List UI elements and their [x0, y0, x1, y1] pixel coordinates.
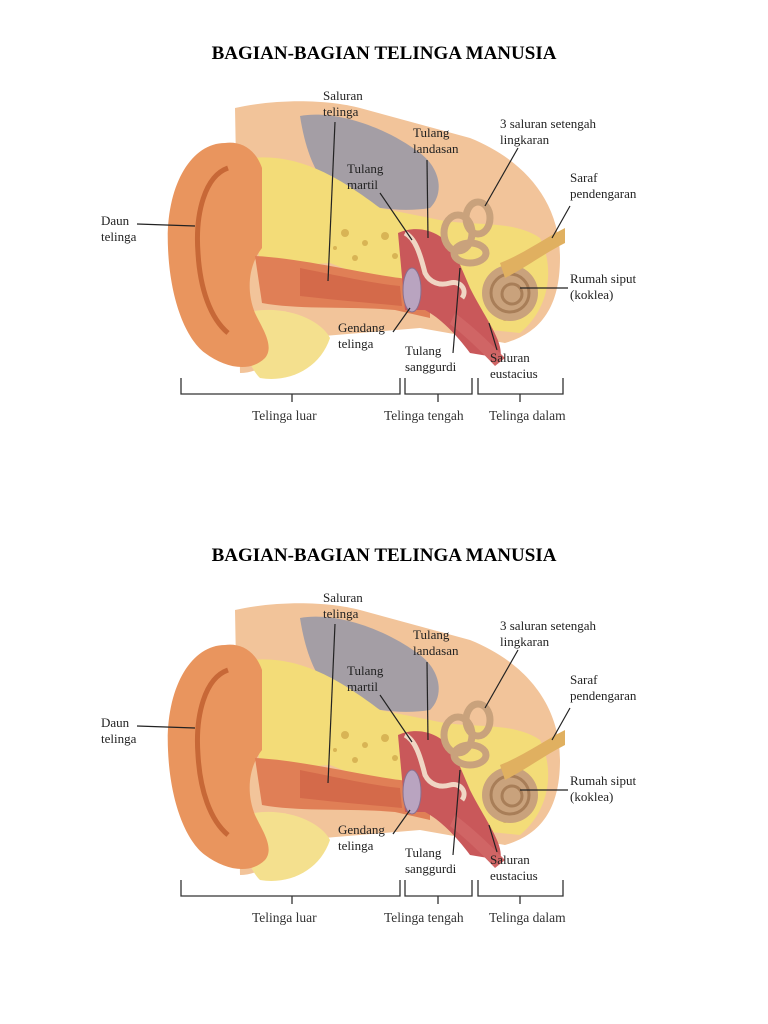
- eardrum-shape: [402, 267, 422, 313]
- leader-lines: [136, 121, 571, 354]
- lower-tissue: [243, 811, 330, 881]
- section-telinga-luar: Telinga luar: [252, 910, 317, 925]
- section-telinga-tengah: Telinga tengah: [384, 910, 464, 925]
- page-title: BAGIAN-BAGIAN TELINGA MANUSIA: [211, 43, 557, 64]
- cochlea-shape: [482, 265, 538, 321]
- ear-anatomy-illustration: [136, 101, 571, 402]
- leader-lines: [136, 623, 571, 856]
- label-rumah-siput: Rumah siput(koklea): [570, 773, 637, 804]
- section-telinga-luar: Telinga luar: [252, 408, 317, 423]
- section-telinga-dalam: Telinga dalam: [489, 910, 566, 925]
- ossicles-shape: [403, 732, 467, 802]
- eustachian-tube-shape: [450, 313, 505, 366]
- nerve-shape: [500, 730, 565, 780]
- ear-diagram-panel-2: BAGIAN-BAGIAN TELINGA MANUSIA: [0, 530, 768, 970]
- section-telinga-tengah: Telinga tengah: [384, 408, 464, 423]
- section-brackets: [180, 378, 564, 402]
- section-telinga-dalam: Telinga dalam: [489, 408, 566, 423]
- ossicles-shape: [403, 230, 467, 300]
- label-rumah-siput: Rumah siput(koklea): [570, 271, 637, 302]
- lower-tissue: [243, 309, 330, 379]
- semicircular-canals: [440, 700, 494, 769]
- eustachian-tube-shape: [450, 815, 505, 868]
- section-brackets: [180, 880, 564, 904]
- eardrum-shape: [402, 769, 422, 815]
- ear-canal-inner: [300, 268, 402, 306]
- temporal-bone: [250, 157, 549, 333]
- nerve-shape: [500, 228, 565, 278]
- pinna-shape: [167, 142, 269, 368]
- ear-anatomy-illustration: [136, 603, 571, 904]
- pinna-inner: [195, 667, 230, 837]
- semicircular-canals: [440, 198, 494, 267]
- ear-diagram-panel-1: BAGIAN-BAGIAN TELINGA MANUSIA: [0, 28, 768, 468]
- pinna-shape: [167, 644, 269, 870]
- page-title: BAGIAN-BAGIAN TELINGA MANUSIA: [211, 545, 557, 566]
- ear-canal-inner: [300, 770, 402, 808]
- pinna-inner: [195, 165, 230, 335]
- temporal-bone: [250, 659, 549, 835]
